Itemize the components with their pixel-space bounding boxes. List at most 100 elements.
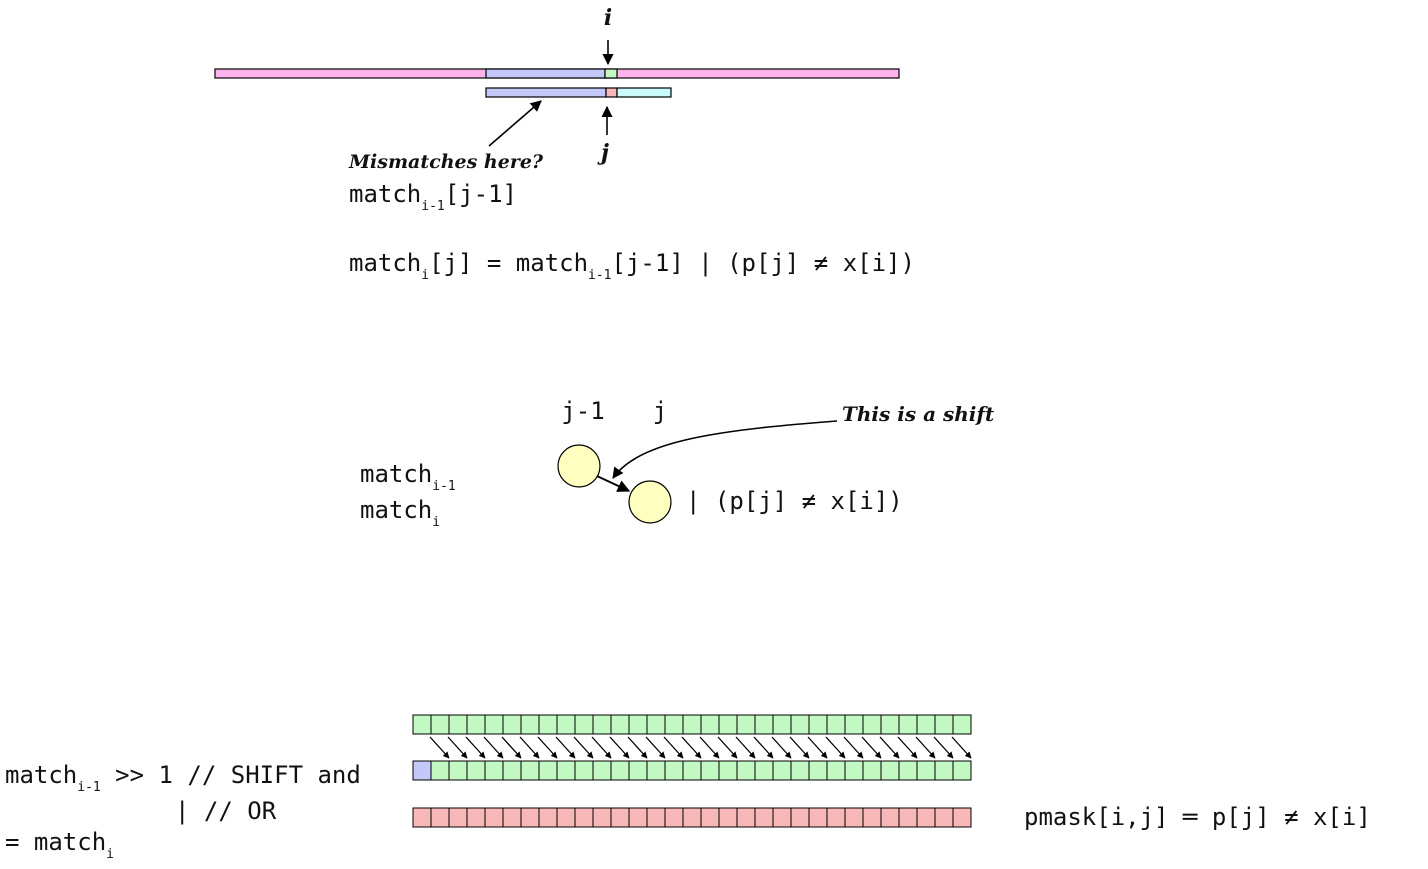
shift-arrow (897, 736, 918, 759)
bit-cell-prev (448, 714, 468, 735)
result-expr: = matchi (5, 828, 114, 862)
shift-expr: matchi-1 >> 1 // SHIFT and (5, 761, 361, 795)
bit-cell-prev (916, 714, 936, 735)
bit-cell-pmask (448, 807, 468, 828)
bit-cell-shifted (430, 760, 450, 781)
bit-cell-pmask (934, 807, 954, 828)
bit-cell-pmask (538, 807, 558, 828)
bit-cell-prev (646, 714, 666, 735)
shift-arrow (699, 736, 720, 759)
shift-arrow (609, 736, 630, 759)
shift-arrow (591, 736, 612, 759)
shift-arrow (861, 736, 882, 759)
row-label-prev: matchi-1 (360, 460, 456, 494)
bit-cell-prev (880, 714, 900, 735)
bit-cell-shifted (844, 760, 864, 781)
bit-cell-shifted (628, 760, 648, 781)
bit-cell-pmask (574, 807, 594, 828)
row-label-cur: matchi (360, 496, 440, 530)
bit-cell-shifted (556, 760, 576, 781)
bit-cell-pmask (808, 807, 828, 828)
bit-cell-shifted (898, 760, 918, 781)
bit-cell-prev (862, 714, 882, 735)
bit-cell-prev (610, 714, 630, 735)
bit-cell-shifted (790, 760, 810, 781)
bit-cell-pmask (430, 807, 450, 828)
shift-arrow (933, 736, 954, 759)
bit-cell-prev (898, 714, 918, 735)
shift-arrow (681, 736, 702, 759)
pattern-cell-j (605, 87, 618, 98)
node-shift-arrow (596, 475, 631, 492)
bit-cell-pmask (844, 807, 864, 828)
bit-cell-shifted (880, 760, 900, 781)
shift-arrow (627, 736, 648, 759)
bit-cell-prev (556, 714, 576, 735)
bit-cell-prev (430, 714, 450, 735)
bit-cell-pmask (898, 807, 918, 828)
bit-cell-prev (844, 714, 864, 735)
bit-cell-pmask (610, 807, 630, 828)
bit-cell-pmask (682, 807, 702, 828)
bit-cell-prev (502, 714, 522, 735)
node-prev (557, 444, 601, 488)
bit-cell-shifted (610, 760, 630, 781)
bit-cell-prev (664, 714, 684, 735)
bit-cell-shifted (772, 760, 792, 781)
bitvector-pmask-row (412, 807, 972, 828)
bit-cell-shifted (502, 760, 522, 781)
bit-cell-pmask (790, 807, 810, 828)
or-mismatch-expr: | (p[j] ≠ x[i]) (686, 487, 903, 515)
bit-cell-prev (466, 714, 486, 735)
bit-cell-pmask (592, 807, 612, 828)
bit-cell-prev (736, 714, 756, 735)
or-line: | // OR (175, 797, 277, 825)
bit-cell-prev (826, 714, 846, 735)
pattern-prefix (485, 87, 607, 98)
shift-note: This is a shift (842, 402, 995, 426)
text-alignment-figure: i j Mismatches here? matchi-1[j-1] match… (214, 5, 915, 283)
bit-cell-pmask (502, 807, 522, 828)
bit-cell-pmask (664, 807, 684, 828)
bit-cell-pmask (556, 807, 576, 828)
bit-cell-shifted (592, 760, 612, 781)
node-cur (628, 480, 672, 524)
bit-cell-pmask (952, 807, 972, 828)
shift-arrow (735, 736, 756, 759)
bit-cell-prev (682, 714, 702, 735)
label-i: i (604, 5, 612, 31)
shift-arrow (483, 736, 504, 759)
text-matched-region (485, 68, 606, 79)
arrow-mismatch (488, 100, 542, 147)
recurrence-equation: matchi[j] = matchi-1[j-1] | (p[j] ≠ x[i]… (349, 249, 915, 283)
bit-cell-shifted (574, 760, 594, 781)
bit-cell-shifted (862, 760, 882, 781)
bit-cell-pmask (772, 807, 792, 828)
bit-cell-prev (484, 714, 504, 735)
prev-match-expr: matchi-1[j-1] (349, 180, 517, 214)
bit-cell-shifted (448, 760, 468, 781)
bit-cell-pmask (412, 807, 432, 828)
shift-arrow (465, 736, 486, 759)
shift-note-arrow (612, 420, 838, 479)
bit-cell-prev (520, 714, 540, 735)
bit-cell-prev (628, 714, 648, 735)
bit-cell-shifted (484, 760, 504, 781)
mismatch-note: Mismatches here? (348, 151, 544, 173)
shift-arrow (789, 736, 810, 759)
bit-cell-pmask (862, 807, 882, 828)
bit-cell-prev (934, 714, 954, 735)
bit-cell-shifted (754, 760, 774, 781)
bit-cell-pmask (736, 807, 756, 828)
bit-cell-pmask (628, 807, 648, 828)
shift-arrow (915, 736, 936, 759)
col-label-j: j (653, 397, 667, 425)
bit-cell-prev (808, 714, 828, 735)
bit-cell-shifted (916, 760, 936, 781)
bit-cell-pmask (646, 807, 666, 828)
shift-arrow (663, 736, 684, 759)
shift-arrow (879, 736, 900, 759)
bit-cell-prev (952, 714, 972, 735)
bit-cell-pmask (466, 807, 486, 828)
